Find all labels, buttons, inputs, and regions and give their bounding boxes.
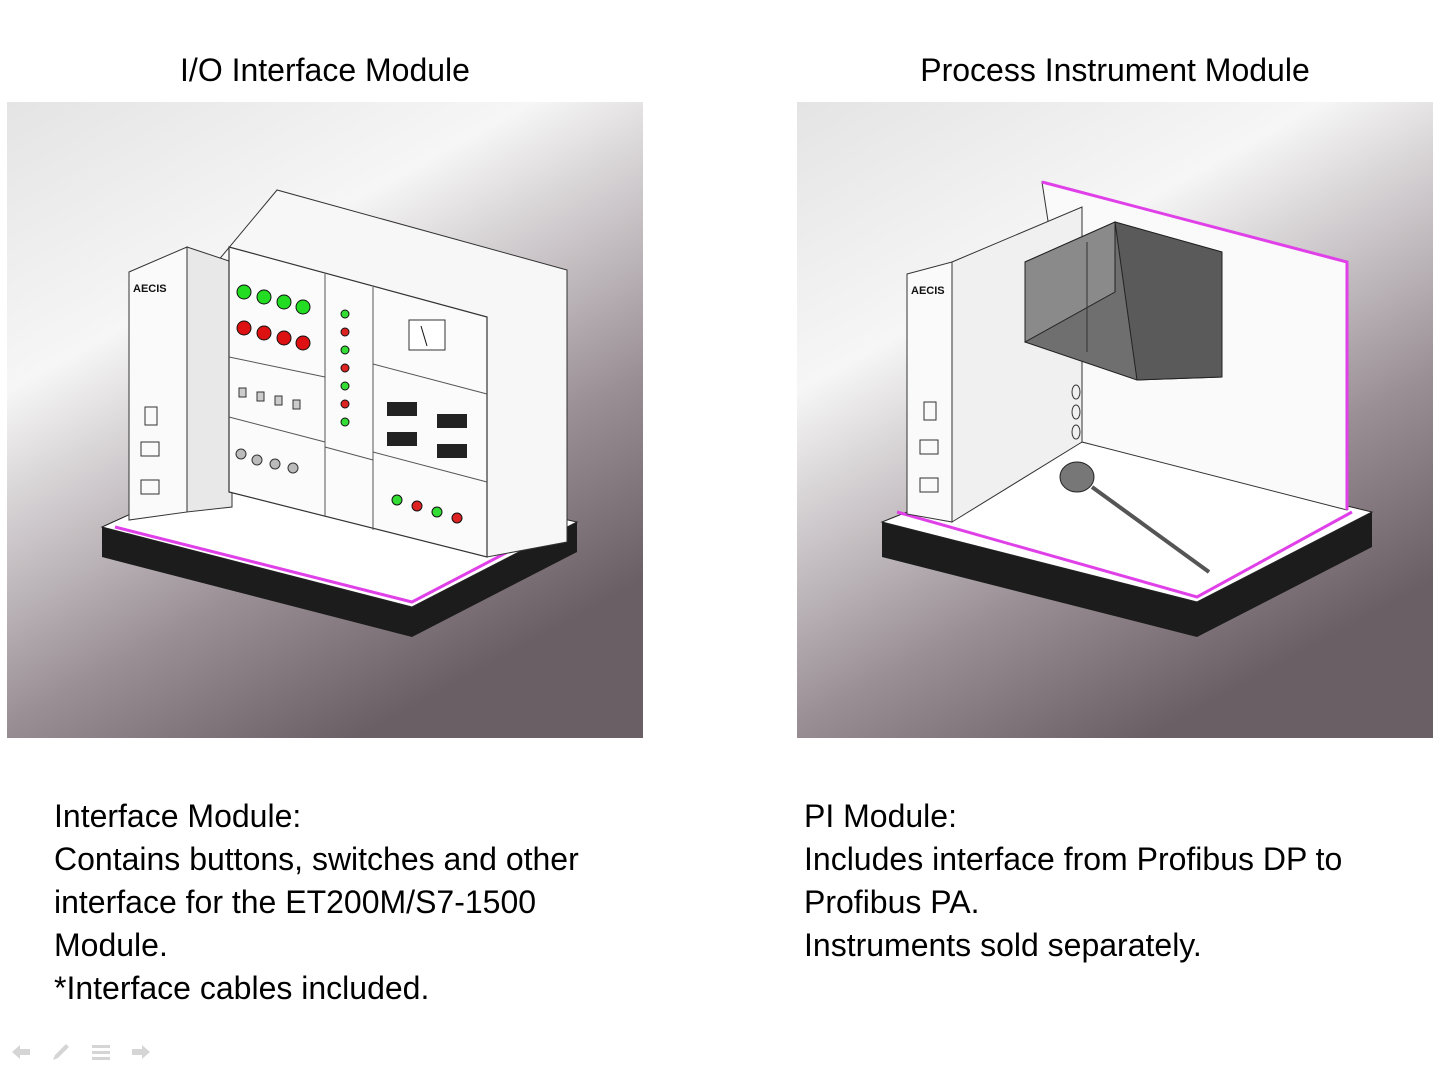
left-logo: AECIS: [133, 283, 167, 295]
arrow-left-icon[interactable]: [10, 1041, 32, 1063]
desc-right-line3: Profibus PA.: [804, 884, 980, 920]
desc-left-line5: *Interface cables included.: [54, 970, 430, 1006]
desc-right-line2: Includes interface from Profibus DP to: [804, 841, 1343, 877]
menu-icon[interactable]: [90, 1041, 112, 1063]
desc-right-line4: Instruments sold separately.: [804, 927, 1202, 963]
desc-left-line4: Module.: [54, 927, 168, 963]
desc-left-line1: Interface Module:: [54, 798, 302, 834]
pen-icon[interactable]: [50, 1041, 72, 1063]
desc-left-line3: interface for the ET200M/S7-1500: [54, 884, 537, 920]
desc-right-line1: PI Module:: [804, 798, 957, 834]
pi-module-image: AECIS: [797, 102, 1433, 738]
io-module-image: AECIS: [7, 102, 643, 738]
pi-module-description: PI Module: Includes interface from Profi…: [804, 795, 1342, 967]
right-logo: AECIS: [911, 285, 945, 297]
arrow-right-icon[interactable]: [130, 1041, 152, 1063]
pi-module-title: Process Instrument Module: [920, 52, 1310, 88]
slideshow-nav: [10, 1040, 152, 1064]
desc-left-line2: Contains buttons, switches and other: [54, 841, 579, 877]
io-module-title: I/O Interface Module: [180, 52, 470, 88]
io-module-description: Interface Module: Contains buttons, swit…: [54, 795, 579, 1010]
